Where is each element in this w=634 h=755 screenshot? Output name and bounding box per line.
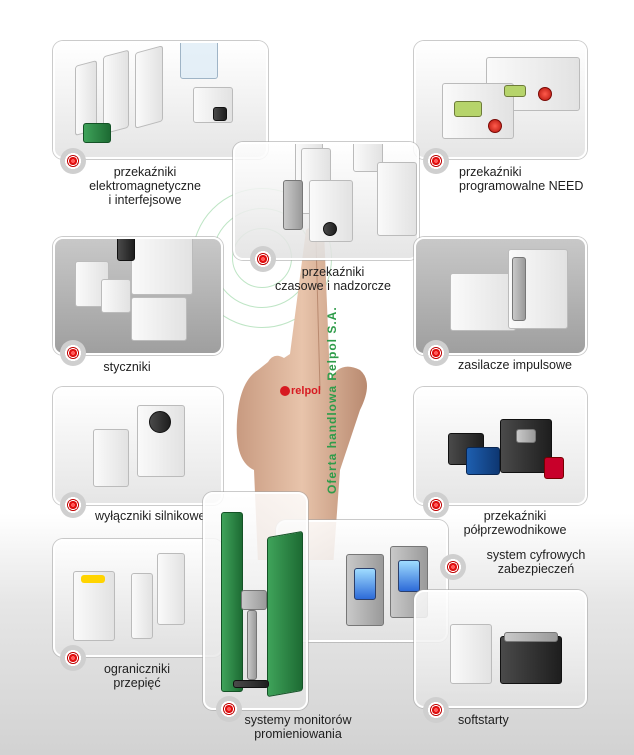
label-electromagnetic: przekaźniki elektromagnetyczne i interfe… xyxy=(89,165,201,207)
relpol-logo-text: relpol xyxy=(291,385,321,397)
card-timing[interactable] xyxy=(233,142,419,260)
contactor-image xyxy=(101,279,131,313)
plc-display xyxy=(454,101,482,117)
relay-image xyxy=(83,123,111,143)
brand-tagline: Oferta handlowa Relpol S.A. xyxy=(325,306,339,494)
target-icon xyxy=(216,696,242,722)
target-icon xyxy=(423,340,449,366)
card-motor-switches[interactable] xyxy=(53,387,223,505)
relpol-logo-mark xyxy=(280,386,290,396)
label-semiconductor: przekaźniki półprzewodnikowe xyxy=(463,509,567,537)
plc-display xyxy=(504,85,526,97)
card-semiconductor[interactable] xyxy=(414,387,587,505)
radiation-gate-image xyxy=(233,680,269,688)
card-surge[interactable] xyxy=(53,539,223,657)
relay-image xyxy=(213,107,227,121)
card-contactors[interactable] xyxy=(53,237,223,355)
label-digital-protection: system cyfrowych zabezpieczeń xyxy=(486,548,586,576)
target-icon xyxy=(60,148,86,174)
relpol-logo: relpol xyxy=(280,384,321,400)
timer-relay-image xyxy=(377,162,417,236)
target-icon xyxy=(60,340,86,366)
contactor-image xyxy=(117,239,135,261)
card-radiation[interactable] xyxy=(203,492,308,710)
protection-unit-image xyxy=(346,554,384,626)
surge-arrester-image xyxy=(157,553,185,625)
protection-screen xyxy=(398,560,420,592)
radiation-gate-image xyxy=(241,590,267,610)
radiation-gate-image xyxy=(267,530,303,698)
motor-switch-knob xyxy=(149,411,171,433)
surge-arrester-image xyxy=(81,575,105,583)
softstarter-image xyxy=(504,632,558,642)
power-supply-image xyxy=(512,257,526,321)
target-icon xyxy=(60,492,86,518)
protection-screen xyxy=(354,568,376,600)
surge-arrester-image xyxy=(73,571,115,641)
label-surge: ograniczniki przepięć xyxy=(103,662,170,690)
label-programmable: przekaźniki programowalne NEED xyxy=(459,165,584,193)
label-motor-switches: wyłączniki silnikowe xyxy=(95,509,206,523)
target-icon xyxy=(440,554,466,580)
contactor-image xyxy=(131,297,187,341)
target-icon xyxy=(250,246,276,272)
target-icon xyxy=(423,148,449,174)
card-power-supplies[interactable] xyxy=(414,237,587,355)
ssr-image xyxy=(544,457,564,479)
motor-switch-image xyxy=(93,429,129,487)
softstarter-image xyxy=(500,636,562,684)
label-radiation: systemy monitorów promieniowania xyxy=(244,713,352,741)
timer-relay-image xyxy=(283,180,303,230)
card-electromagnetic[interactable] xyxy=(53,41,268,159)
contactor-image xyxy=(131,239,193,295)
label-contactors: styczniki xyxy=(103,360,151,374)
ssr-image xyxy=(516,429,536,443)
target-icon xyxy=(423,697,449,723)
surge-arrester-image xyxy=(131,573,153,639)
label-power-supplies: zasilacze impulsowe xyxy=(458,358,572,372)
timer-dial xyxy=(323,222,337,236)
label-softstarters: softstarty xyxy=(458,713,509,727)
plc-knob xyxy=(538,87,552,101)
pointing-hand-image xyxy=(236,226,367,560)
radiation-gate-image xyxy=(247,610,257,680)
ssr-image xyxy=(466,447,500,475)
card-programmable[interactable] xyxy=(414,41,587,159)
relay-image xyxy=(103,49,129,135)
power-supply-image xyxy=(450,273,516,331)
target-icon xyxy=(423,492,449,518)
radiation-gate-image xyxy=(221,512,243,692)
softstarter-image xyxy=(450,624,492,684)
card-softstarters[interactable] xyxy=(414,590,587,708)
target-icon xyxy=(60,645,86,671)
label-timing: przekaźniki czasowe i nadzorcze xyxy=(274,265,392,293)
relay-image xyxy=(180,43,218,79)
plc-knob xyxy=(488,119,502,133)
ssr-image xyxy=(500,419,552,473)
relay-image xyxy=(135,45,163,129)
